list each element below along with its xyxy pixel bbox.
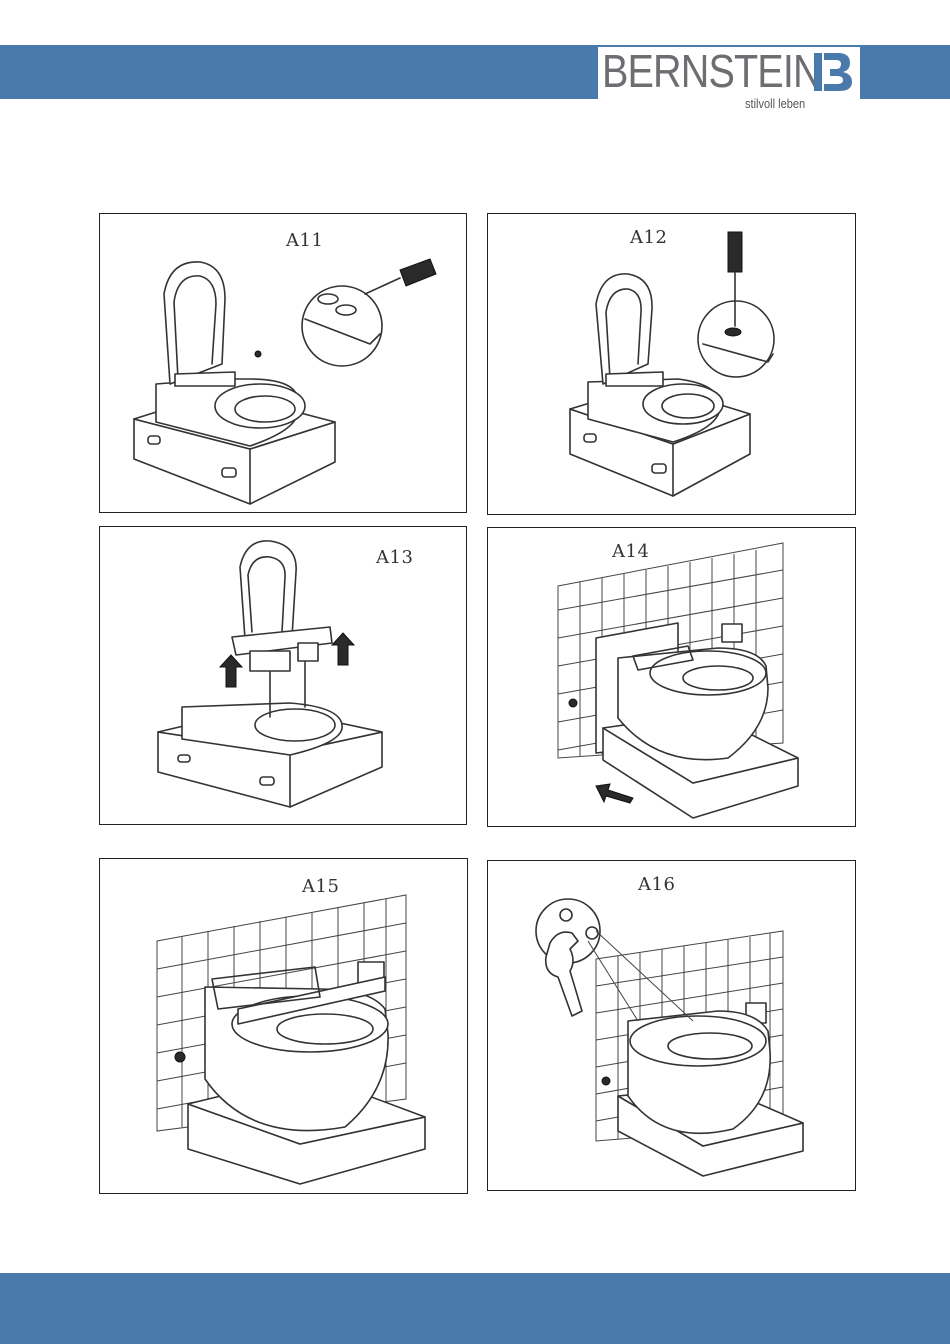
brand-tagline: stilvoll leben [745,96,805,111]
step-panel-a11: A11 [99,213,467,513]
brand-logo-mark [810,49,856,95]
lift-off-seat-illustration [100,527,468,826]
brand-logo-text: BERNSTEIN [602,44,821,98]
wrench-tighten-illustration [488,861,857,1192]
toilet-seat-screws-illustration [100,214,468,514]
step-panel-a13: A13 [99,526,467,825]
step-panel-a16: A16 [487,860,856,1191]
step-panel-a15: A15 [99,858,468,1194]
screwdriver-remove-screws-illustration [488,214,857,516]
bowl-mounted-illustration [100,859,469,1195]
footer-band [0,1273,950,1344]
step-panel-a14: A14 [487,527,856,827]
step-panel-a12: A12 [487,213,856,515]
slide-bowl-onto-wall-illustration [488,528,857,828]
